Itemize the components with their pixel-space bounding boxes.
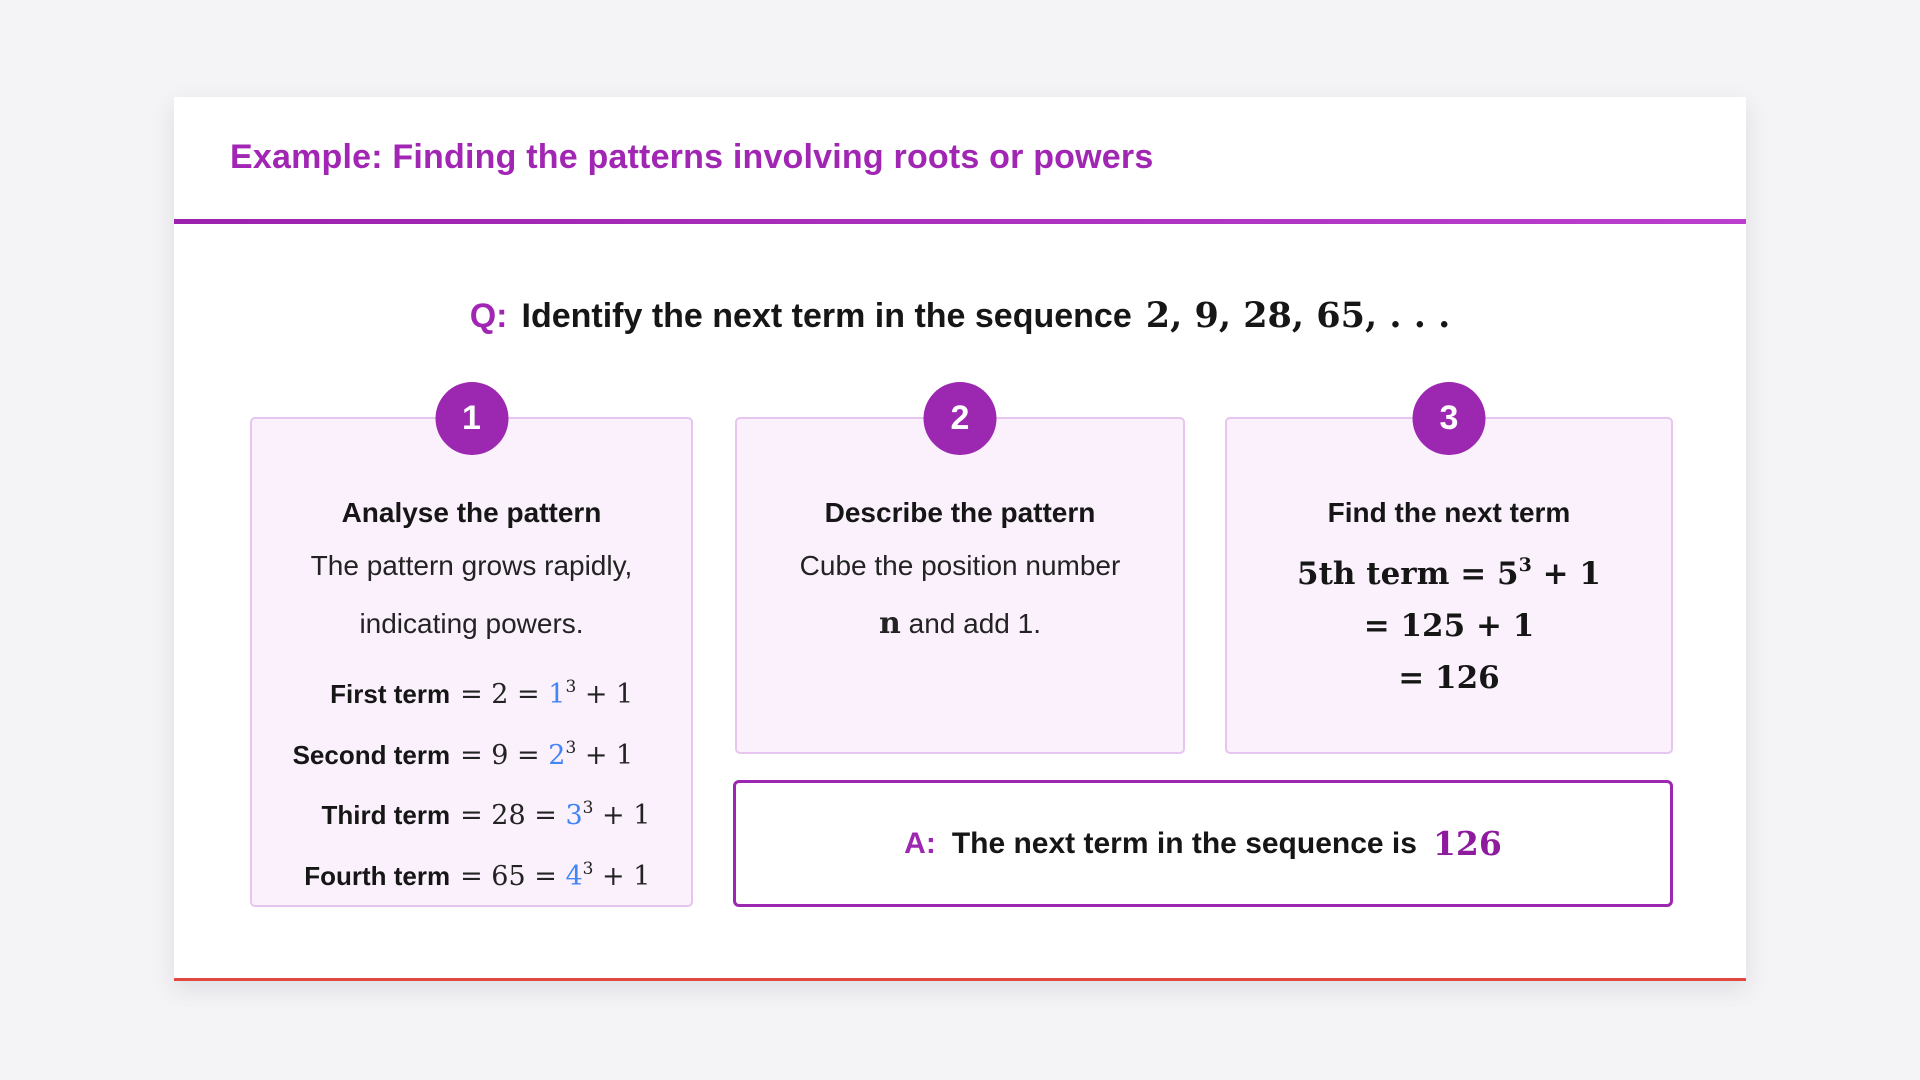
- eq-mid: = 2 =: [460, 679, 549, 710]
- question-text: Identify the next term in the sequence: [521, 297, 1132, 335]
- working-line-1: 5th term = 53 + 1: [1227, 539, 1671, 600]
- eq-exponent: 3: [565, 737, 577, 758]
- position-variable: n: [879, 606, 901, 641]
- answer-text: The next term in the sequence is: [951, 826, 1417, 860]
- working-line-1-pre: 5th term = 5: [1297, 556, 1519, 592]
- step-2-body-line-2: n and add 1.: [737, 595, 1183, 653]
- eq-base: 3: [565, 800, 583, 831]
- step-number-badge-3: 3: [1412, 382, 1486, 455]
- eq-exponent: 3: [565, 677, 577, 697]
- slide-panel: Example: Finding the patterns involving …: [174, 97, 1746, 981]
- term-label-third: Third term: [321, 800, 451, 830]
- working-line-3: = 126: [1398, 660, 1500, 696]
- term-equation-second: = 9 = 23 + 1: [460, 722, 650, 783]
- answer-label: A:: [904, 826, 936, 860]
- term-label-first: First term: [330, 679, 451, 709]
- eq-base: 2: [548, 739, 566, 771]
- term-equations: First term = 2 = 13 + 1 Second term = 9 …: [252, 661, 691, 903]
- step-card-1: 1 Analyse the pattern The pattern grows …: [250, 382, 693, 907]
- eq-mid: = 65 =: [460, 860, 566, 892]
- step-1-body-line-2: indicating powers.: [359, 608, 584, 639]
- working-line-2: = 125 + 1: [1363, 608, 1535, 644]
- step-number-badge-2: 2: [923, 382, 997, 455]
- answer-box: A: The next term in the sequence is 126: [733, 780, 1673, 907]
- step-card-3: 3 Find the next term 5th term = 53 + 1 =…: [1225, 382, 1673, 754]
- eq-mid: = 9 =: [460, 739, 549, 771]
- eq-mid: = 28 =: [460, 800, 566, 831]
- term-label-second: Second term: [292, 739, 451, 770]
- term-equation-fourth: = 65 = 43 + 1: [460, 843, 650, 904]
- step-2-body: Cube the position number n and add 1.: [737, 537, 1183, 653]
- step-3-title: Find the next term: [1327, 497, 1571, 528]
- step-2-title: Describe the pattern: [824, 497, 1096, 528]
- step-1-title: Analyse the pattern: [341, 497, 602, 528]
- step-2-body-line-1: Cube the position number: [799, 550, 1121, 581]
- step-1-body: The pattern grows rapidly, indicating po…: [252, 537, 691, 653]
- answer-value: 126: [1432, 824, 1502, 863]
- eq-tail: + 1: [576, 739, 634, 771]
- working-exponent: 3: [1518, 554, 1532, 576]
- page-title: Example: Finding the patterns involving …: [230, 138, 1154, 176]
- question-label: Q:: [469, 297, 508, 335]
- eq-tail: + 1: [576, 679, 634, 710]
- working-line-1-post: + 1: [1531, 556, 1601, 592]
- term-equation-first: = 2 = 13 + 1: [460, 661, 650, 722]
- eq-base: 4: [565, 860, 583, 892]
- step-3-working: 5th term = 53 + 1 = 125 + 1 = 126: [1227, 539, 1671, 704]
- eq-base: 1: [548, 679, 566, 710]
- term-equation-third: = 28 = 33 + 1: [460, 782, 650, 843]
- step-1-body-line-1: The pattern grows rapidly,: [310, 550, 633, 581]
- eq-exponent: 3: [582, 798, 594, 818]
- title-divider: [174, 219, 1746, 224]
- question-line: Q: Identify the next term in the sequenc…: [174, 295, 1746, 336]
- question-sequence: 2, 9, 28, 65, . . .: [1145, 295, 1451, 336]
- eq-tail: + 1: [593, 860, 651, 892]
- term-label-fourth: Fourth term: [304, 860, 451, 891]
- eq-exponent: 3: [582, 858, 594, 879]
- eq-tail: + 1: [593, 800, 651, 831]
- step-2-body-post: and add 1.: [900, 608, 1041, 639]
- step-number-badge-1: 1: [435, 382, 508, 455]
- step-card-2: 2 Describe the pattern Cube the position…: [735, 382, 1185, 754]
